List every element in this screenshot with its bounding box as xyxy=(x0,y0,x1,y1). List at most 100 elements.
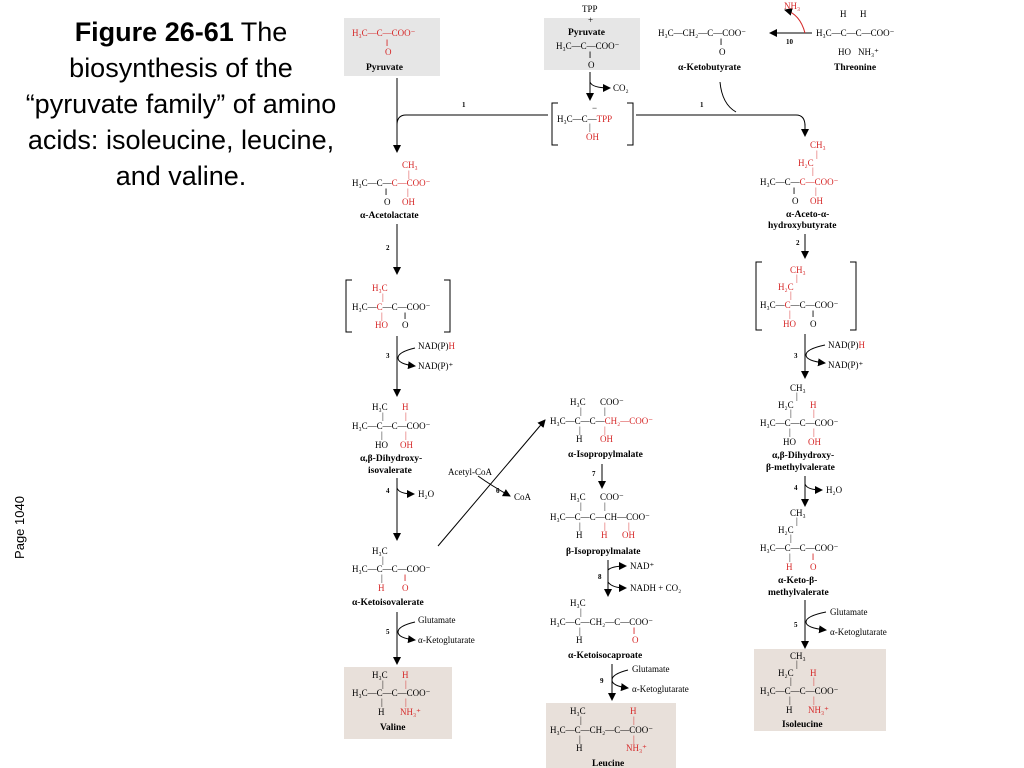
glutamate-left-curve xyxy=(397,621,416,644)
svg-text:O: O xyxy=(810,562,817,572)
glutamate-left: Glutamate xyxy=(418,615,456,625)
step1-left-curve xyxy=(396,114,407,126)
svg-text:|: | xyxy=(604,406,606,416)
svg-text:H₃C: H₃C xyxy=(372,670,388,680)
svg-text:OH: OH xyxy=(400,440,413,450)
svg-text:‖: ‖ xyxy=(385,187,388,197)
svg-text:|: | xyxy=(633,715,635,725)
svg-text:O: O xyxy=(385,47,392,57)
svg-text:|: | xyxy=(580,501,582,511)
svg-text:O: O xyxy=(384,197,391,207)
threonine-label: Threonine xyxy=(834,63,876,73)
svg-text:O: O xyxy=(402,320,409,330)
svg-text:‖: ‖ xyxy=(793,186,796,196)
acetolactate-label: α-Acetolactate xyxy=(360,211,419,221)
pyruvate-structure: H₃C—C—COO⁻ ‖ O xyxy=(352,28,416,57)
step-1-left: 1 xyxy=(462,101,466,109)
svg-text:|: | xyxy=(790,290,792,300)
svg-text:H₃C—C—C—CH₂—COO⁻: H₃C—C—C—CH₂—COO⁻ xyxy=(550,416,653,426)
h2o-right-curve xyxy=(804,483,823,494)
svg-text:O: O xyxy=(719,47,726,57)
svg-text:|: | xyxy=(408,169,410,179)
nh3-release-arrow xyxy=(784,7,806,34)
svg-text:|: | xyxy=(580,715,582,725)
svg-text:|: | xyxy=(812,166,814,176)
svg-text:CH₃: CH₃ xyxy=(790,383,806,393)
svg-text:HO: HO xyxy=(375,440,388,450)
svg-text:|: | xyxy=(813,676,815,686)
svg-text:O: O xyxy=(810,319,817,329)
svg-text:H₃C—C—C—COO⁻: H₃C—C—C—COO⁻ xyxy=(816,28,895,38)
svg-text:|: | xyxy=(790,408,792,418)
svg-text:H: H xyxy=(601,530,608,540)
svg-text:O: O xyxy=(402,583,409,593)
svg-text:‖: ‖ xyxy=(404,311,407,321)
svg-text:|: | xyxy=(790,676,792,686)
svg-text:‖: ‖ xyxy=(720,37,723,47)
svg-text:|: | xyxy=(813,695,815,705)
svg-text:|: | xyxy=(405,411,407,421)
step-3-right: 3 xyxy=(794,352,798,360)
svg-text:H: H xyxy=(576,434,583,444)
svg-text:H: H xyxy=(378,583,385,593)
svg-text:‖: ‖ xyxy=(812,552,815,562)
valine-box xyxy=(344,667,452,739)
pyruvate-box xyxy=(344,18,440,76)
ketobutyrate-structure: H₃C—CH₂—C—COO⁻ ‖ O xyxy=(658,28,746,57)
svg-text:|: | xyxy=(813,427,815,437)
hydroxyethyl-tpp-intermediate: − H₃C—C—TPP | OH xyxy=(551,102,634,146)
pyruvate-tpp-structure: TPP + Pyruvate H₃C—C—COO⁻ ‖ O xyxy=(556,4,620,70)
figure-caption-text: The biosynthesis of the “pyruvate family… xyxy=(25,17,337,191)
svg-text:‖: ‖ xyxy=(404,573,407,583)
step-8: 8 xyxy=(598,573,602,581)
nadh-co2-label: NADH + CO₂ xyxy=(630,583,681,593)
svg-text:|: | xyxy=(382,555,384,565)
pyruvate-tpp-box xyxy=(544,18,640,70)
svg-text:OH: OH xyxy=(810,196,823,206)
coa-release-curve xyxy=(477,475,511,497)
nadp-right: NAD(P)⁺ xyxy=(828,360,863,370)
svg-text:H₃C: H₃C xyxy=(570,598,586,608)
figure-caption: Figure 26-61 The biosynthesis of the “py… xyxy=(18,14,344,194)
ketomethylvalerate-label-2: methylvalerate xyxy=(768,588,829,598)
svg-text:H₂C: H₂C xyxy=(778,282,794,292)
svg-text:H₃C: H₃C xyxy=(372,546,388,556)
svg-text:CH₃: CH₃ xyxy=(790,651,806,661)
svg-text:|: | xyxy=(382,292,384,302)
svg-text:|: | xyxy=(382,411,384,421)
svg-text:O: O xyxy=(632,635,639,645)
svg-text:|: | xyxy=(579,425,581,435)
svg-text:HO: HO xyxy=(783,437,796,447)
svg-text:OH: OH xyxy=(586,132,599,142)
svg-text:HO: HO xyxy=(783,319,796,329)
svg-text:|: | xyxy=(381,430,383,440)
step-5-left: 5 xyxy=(386,628,390,636)
svg-text:|: | xyxy=(604,521,606,531)
ketoglutarate-mid: α-Ketoglutarate xyxy=(632,684,689,694)
step-6: 6 xyxy=(496,487,500,495)
svg-text:H₃C—C—C—COO⁻: H₃C—C—C—COO⁻ xyxy=(352,302,431,312)
dihydroxymethylvalerate-label-1: α,β-Dihydroxy- xyxy=(772,451,834,461)
h2o-left: H₂O xyxy=(418,489,435,499)
svg-text:H₃C—C—CH₂—C—COO⁻: H₃C—C—CH₂—C—COO⁻ xyxy=(550,725,653,735)
svg-text:|: | xyxy=(790,533,792,543)
glutamate-right: Glutamate xyxy=(830,607,868,617)
acetohydroxybutyrate-label-1: α-Aceto-α- xyxy=(786,210,829,220)
dihydroxyisovalerate-label-2: isovalerate xyxy=(368,466,412,476)
svg-text:H₃C—CH₂—C—COO⁻: H₃C—CH₂—C—COO⁻ xyxy=(658,28,746,38)
svg-text:HO: HO xyxy=(375,320,388,330)
svg-text:|: | xyxy=(815,186,817,196)
svg-text:|: | xyxy=(604,425,606,435)
svg-text:OH: OH xyxy=(808,437,821,447)
